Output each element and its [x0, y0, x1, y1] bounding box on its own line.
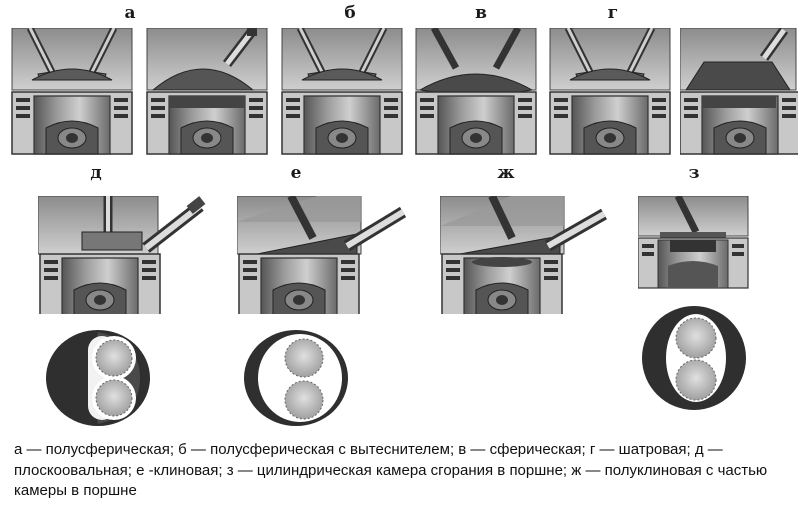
diagram-b-left	[278, 28, 406, 156]
spark-plug-icon	[343, 206, 407, 252]
spark-plug-icon	[759, 28, 789, 61]
diagram-d	[38, 196, 208, 314]
spark-plug-icon	[223, 28, 257, 68]
top-view-z	[640, 306, 748, 415]
label-e: е	[290, 163, 302, 183]
top-view-d	[44, 328, 152, 433]
diagram-e	[237, 196, 409, 314]
spark-plug-icon	[142, 196, 206, 253]
label-d: д	[90, 163, 102, 183]
label-z: з	[688, 163, 700, 183]
diagram-zh	[440, 196, 612, 314]
label-g: г	[607, 3, 619, 23]
label-b: б	[344, 3, 356, 23]
diagram-g-left	[546, 28, 674, 156]
diagram-a-right	[143, 28, 271, 156]
top-view-e	[242, 328, 350, 433]
diagram-z	[638, 196, 750, 292]
label-zh: ж	[497, 163, 515, 183]
diagram-v	[412, 28, 540, 156]
figure-caption: а — полусферическая; б — полусферическая…	[14, 441, 768, 499]
label-a: а	[124, 3, 136, 23]
spark-plug-icon	[545, 208, 607, 252]
label-v: в	[475, 3, 487, 23]
diagram-a-left	[8, 28, 136, 156]
diagram-g-right	[680, 28, 798, 156]
